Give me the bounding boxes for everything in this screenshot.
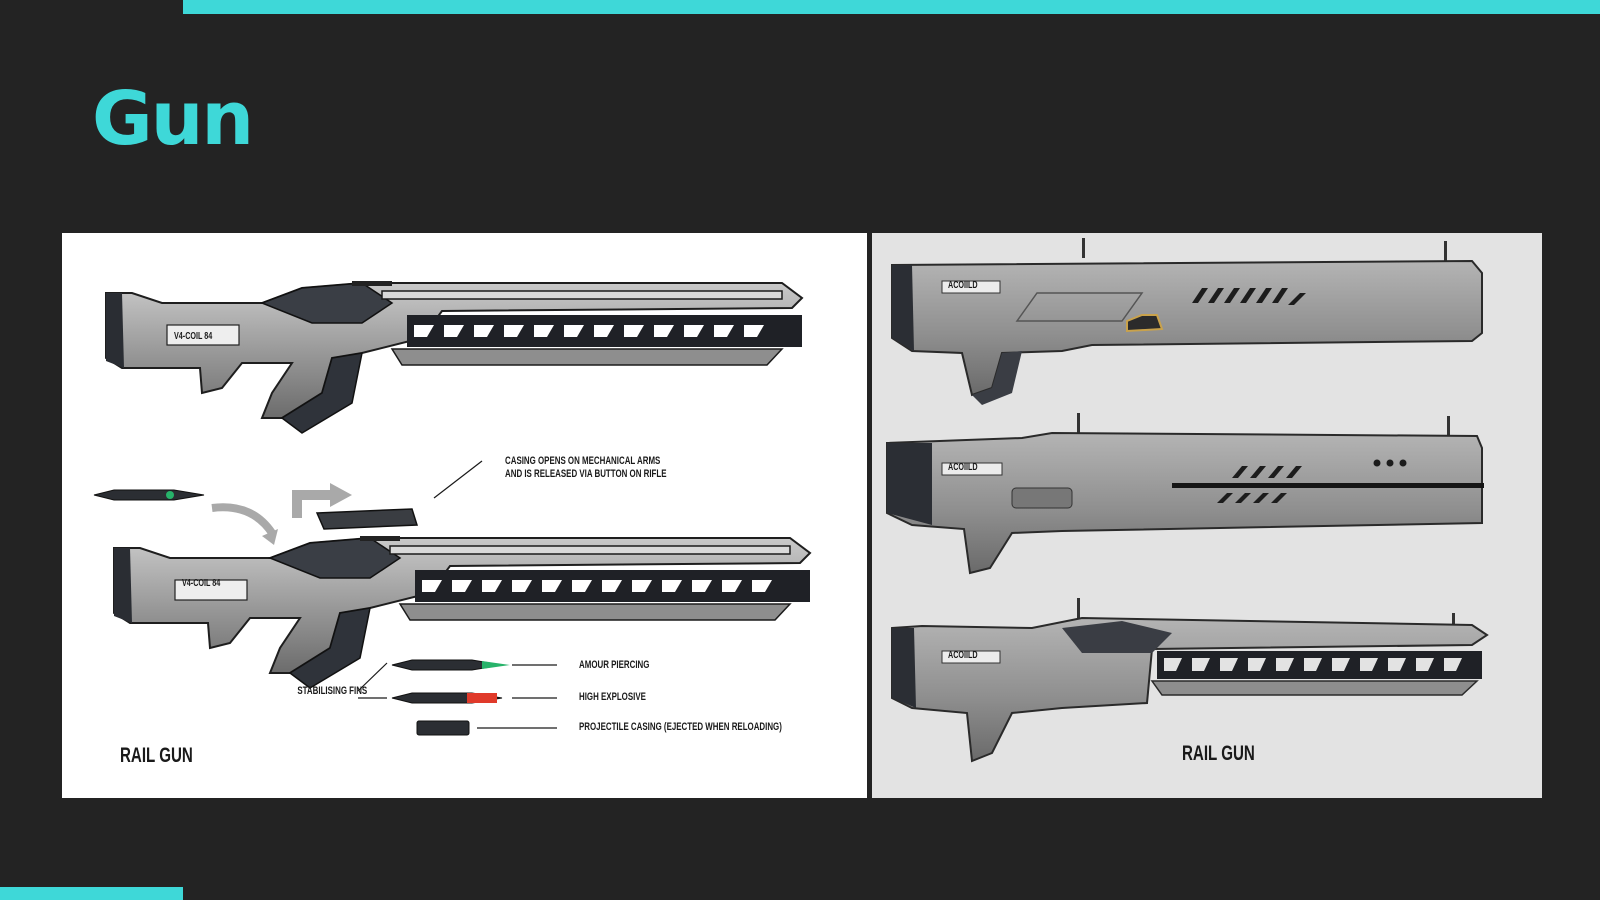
rail-gun-variants-drawing [886,238,1489,763]
engraving-bottom: V4-COIL 84 [182,578,221,589]
rail-gun-sketch-top [105,280,803,434]
loaded-round [93,489,205,501]
right-concept-panel: ACOIILD ACOIILD ACOIILD RAIL GUN [872,233,1542,798]
rail-gun-variant-open [891,598,1489,763]
rail-gun-variant-split [886,413,1484,575]
ammo-label-high-explosive: HIGH EXPLOSIVE [579,691,646,703]
accent-bar-bottom [0,887,183,900]
left-caption: RAIL GUN [120,744,193,767]
accent-bar-top [183,0,1600,14]
rail-gun-variant-closed [891,238,1483,405]
ammo-label-projectile-casing: PROJECTILE CASING (EJECTED WHEN RELOADIN… [579,721,782,733]
slide-title: Gun [92,76,254,162]
left-concept-panel: CASING OPENS ON MECHANICAL ARMS AND IS R… [62,233,867,798]
stabilising-fins-label: STABILISING FINS [297,685,368,697]
engraving-top: V4-COIL 84 [174,331,213,342]
projectile-casing-shape [416,720,470,736]
right-caption: RAIL GUN [1182,742,1255,765]
engraving-variant-1: ACOIILD [948,280,978,291]
engraving-variant-2: ACOIILD [948,462,978,473]
casing-note: CASING OPENS ON MECHANICAL ARMS AND IS R… [505,455,667,480]
rail-gun-sketch-drawing [93,280,811,736]
engraving-variant-3: ACOIILD [948,650,978,661]
ammo-label-amour-piercing: AMOUR PIERCING [579,659,650,671]
